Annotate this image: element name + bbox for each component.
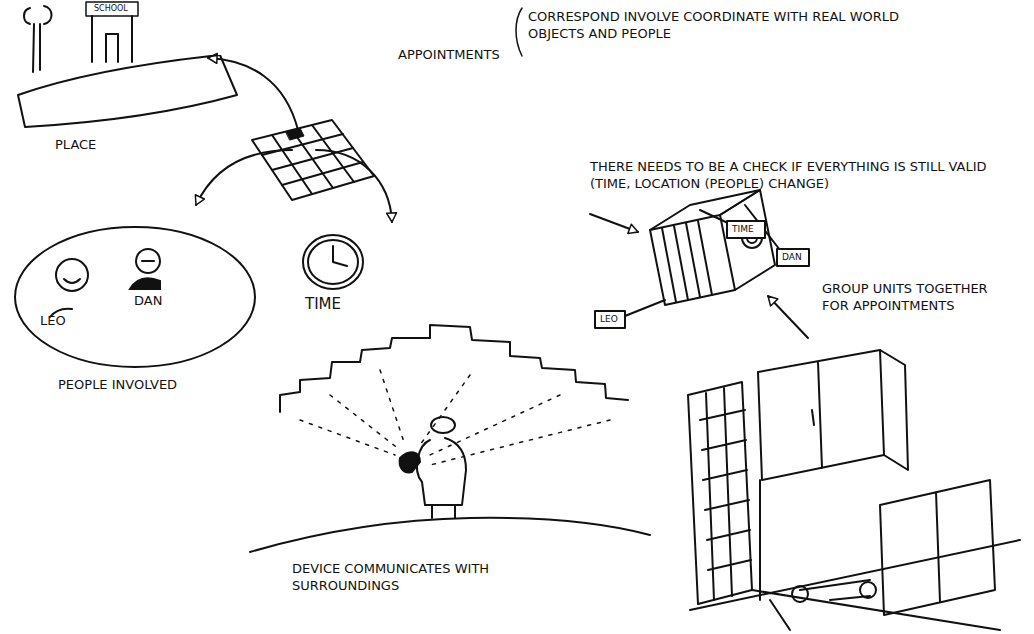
clock: TIME — [295, 232, 385, 322]
note-text: CORRESPOND INVOLVE COORDINATE WITH REAL … — [528, 8, 918, 42]
people-circle: LEO DAN PEOPLE INVOLVED — [10, 225, 265, 400]
node-text: PEOPLE INVOLVED — [58, 377, 177, 393]
tag-text: LEO — [600, 314, 618, 325]
shape-outline — [10, 225, 265, 400]
caption-text: DEVICE COMMUNICATES WITH SURROUNDINGS — [292, 560, 542, 594]
note-text: THERE NEEDS TO BE A CHECK IF EVERYTHING … — [590, 158, 1020, 192]
node-text: LEO — [40, 313, 66, 329]
node-text: DAN — [134, 293, 162, 309]
node-text: PLACE — [55, 137, 96, 153]
note-heading: APPOINTMENTS — [398, 46, 500, 63]
sign-text: SCHOOL — [94, 4, 128, 14]
place-ground: PLACE — [15, 55, 240, 160]
note-text: GROUP UNITS TOGETHER FOR APPOINTMENTS — [822, 280, 1012, 314]
tag-text: TIME — [732, 224, 754, 235]
tag-text: DAN — [782, 252, 802, 263]
shape-outline — [15, 55, 240, 160]
node-text: TIME — [305, 296, 341, 312]
